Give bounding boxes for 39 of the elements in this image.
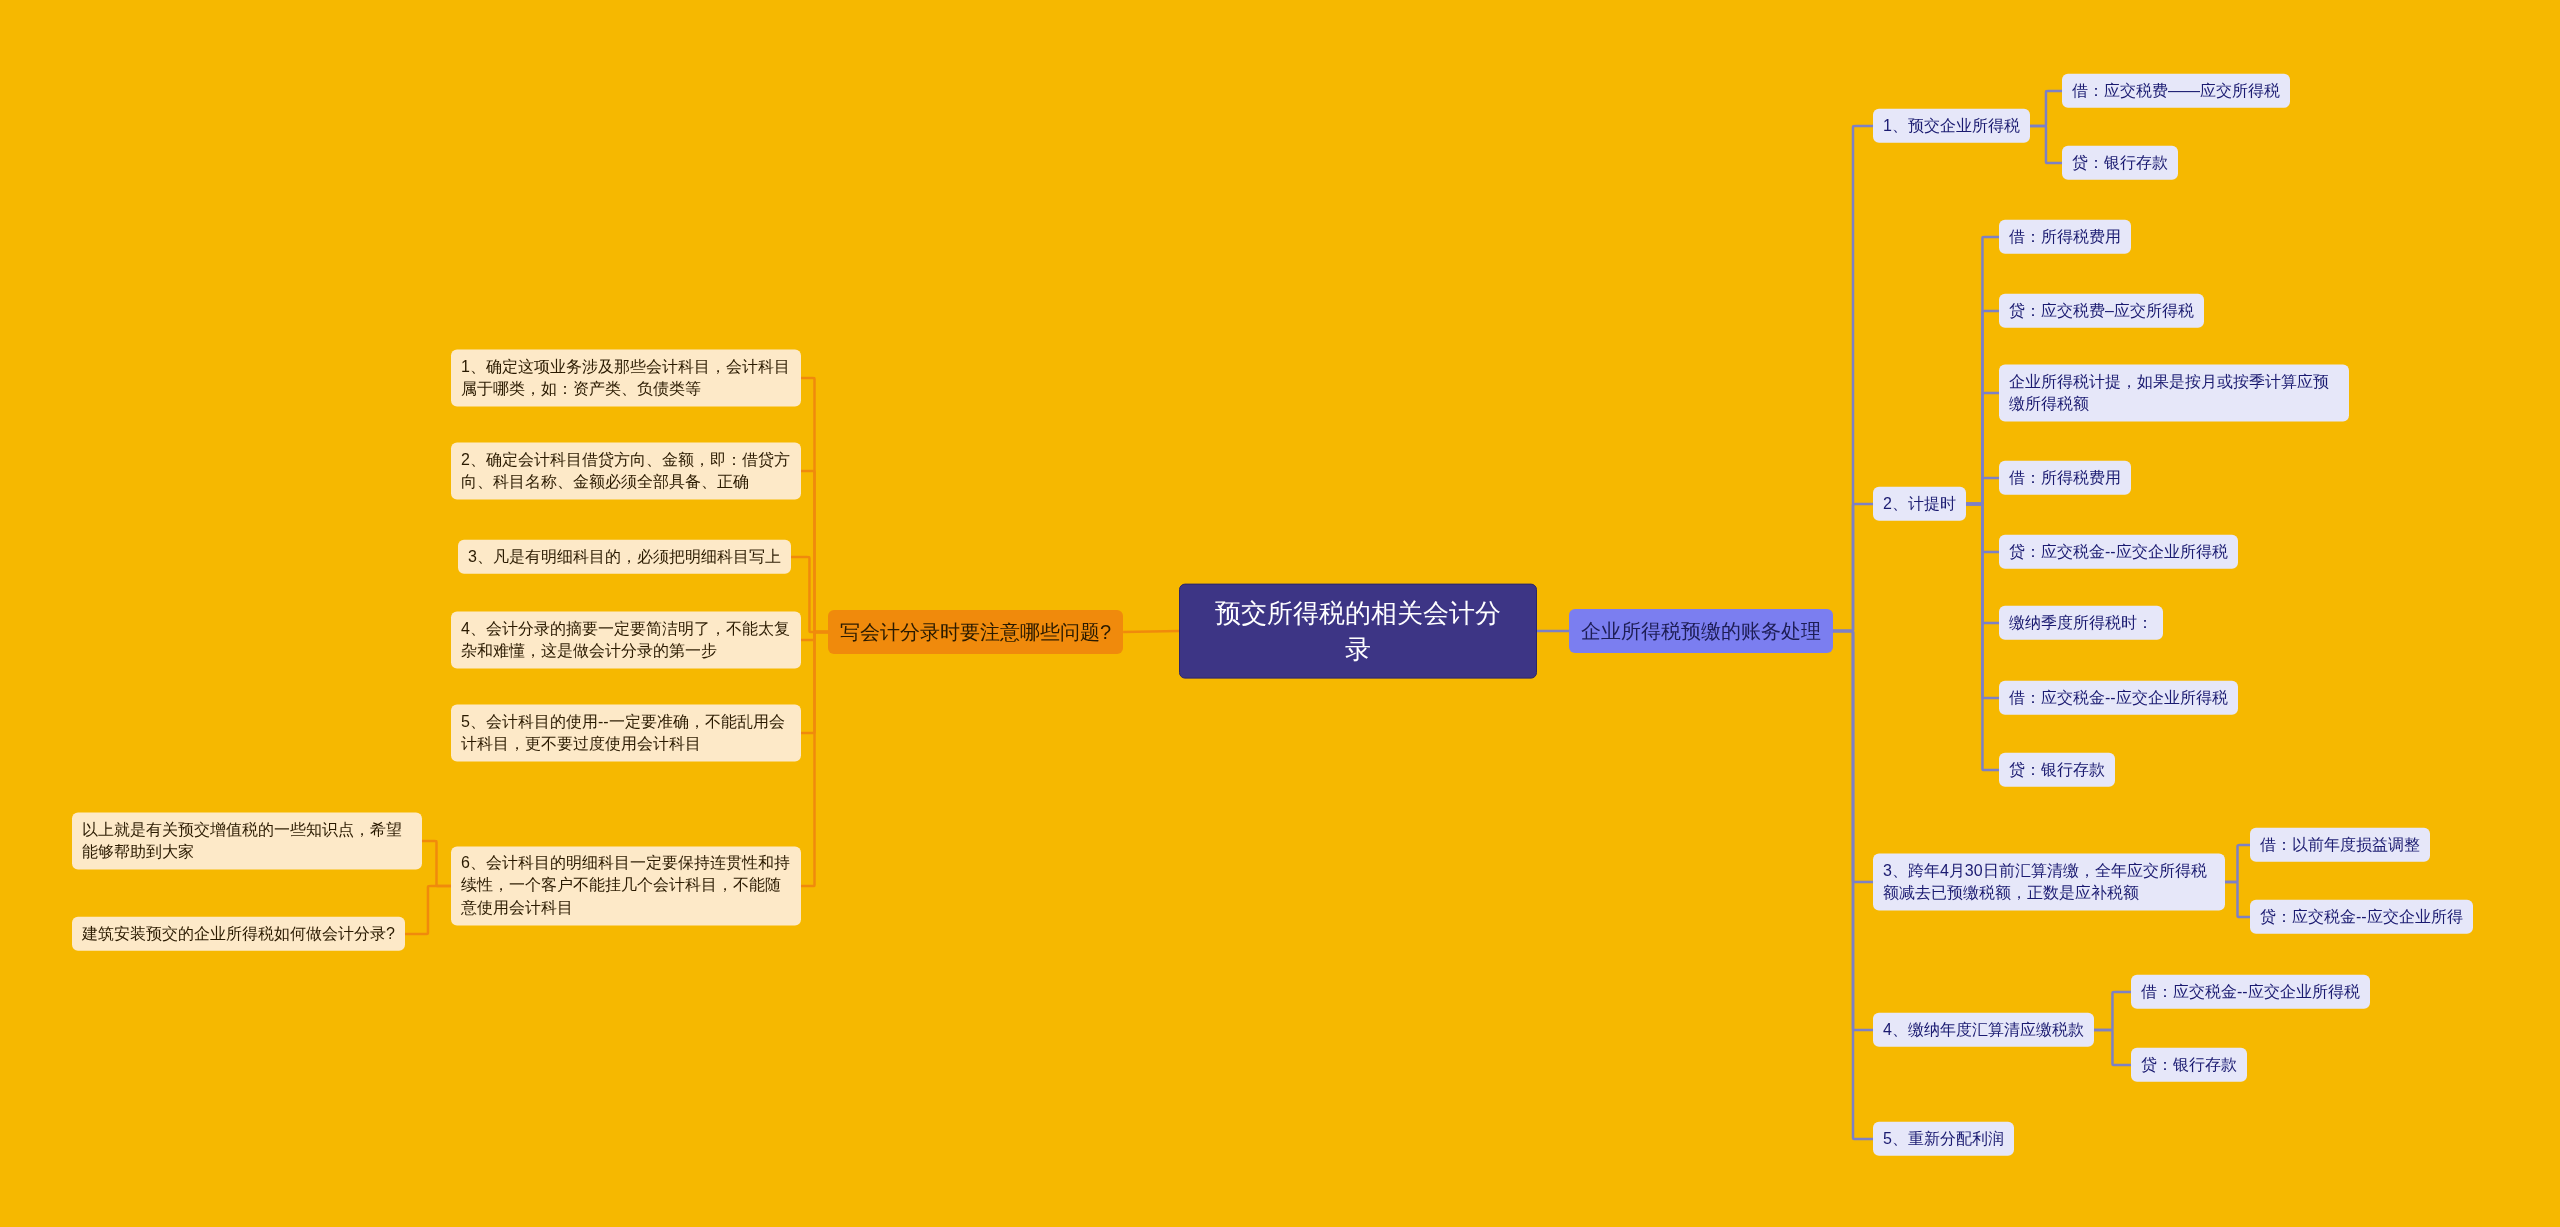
subtopic-box: 借：应交税金--应交企业所得税: [1999, 680, 2238, 716]
subtopic-box: 借：应交税费——应交所得税: [2062, 73, 2290, 109]
subtopic-box: 3、跨年4月30日前汇算清缴，全年应交所得税额减去已预缴税额，正数是应补税额: [1873, 853, 2225, 911]
subtopic-box: 缴纳季度所得税时：: [1999, 605, 2163, 641]
subtopic-box: 5、会计科目的使用--一定要准确，不能乱用会计科目，更不要过度使用会计科目: [451, 704, 801, 762]
subtopic-box: 借：所得税费用: [1999, 460, 2131, 496]
subtopic-box: 企业所得税计提，如果是按月或按季计算应预缴所得税额: [1999, 364, 2349, 422]
subtopic-box: 4、缴纳年度汇算清应缴税款: [1873, 1012, 2094, 1048]
subtopic-box: 6、会计科目的明细科目一定要保持连贯性和持续性，一个客户不能挂几个会计科目，不能随意使用会计科目: [451, 846, 801, 926]
connector-line: [2029, 124, 2062, 165]
subtopic-box: 2、计提时: [1873, 486, 1966, 522]
subtopic-box: 贷：银行存款: [2131, 1047, 2247, 1083]
subtopic-box: 贷：银行存款: [2062, 145, 2178, 181]
connector-line: [1123, 629, 1180, 634]
subtopic-box: 4、会计分录的摘要一定要简洁明了，不能太复杂和难懂，这是做会计分录的第一步: [451, 611, 801, 669]
subtopic-box: 贷：应交税金--应交企业所得税: [1999, 534, 2238, 570]
subtopic-box: 贷：应交税费–应交所得税: [1999, 293, 2204, 329]
subtopic-box: 贷：应交税金--应交企业所得: [2250, 899, 2473, 935]
connector-line: [2225, 880, 2250, 919]
connector-line: [1965, 502, 1999, 772]
connector-line: [2093, 1028, 2131, 1067]
subtopic-box: 5、重新分配利润: [1873, 1121, 2014, 1157]
subtopic-box: 借：应交税金--应交企业所得税: [2131, 974, 2370, 1010]
subtopic-box: 以上就是有关预交增值税的一些知识点，希望能够帮助到大家: [72, 812, 422, 870]
connector-line: [801, 630, 828, 888]
subtopic-box: 2、确定会计科目借贷方向、金额，即：借贷方向、科目名称、金额必须全部具备、正确: [451, 442, 801, 500]
subtopic-box: 借：所得税费用: [1999, 219, 2131, 255]
branch-topic-box: 企业所得税预缴的账务处理: [1569, 609, 1833, 653]
subtopic-box: 3、凡是有明细科目的，必须把明细科目写上: [458, 539, 791, 575]
subtopic-box: 1、预交企业所得税: [1873, 108, 2030, 144]
subtopic-box: 1、确定这项业务涉及那些会计科目，会计科目属于哪类，如：资产类、负债类等: [451, 349, 801, 407]
connector-line: [404, 884, 451, 936]
connector-line: [1833, 629, 1873, 1141]
branch-topic-box: 写会计分录时要注意哪些问题?: [828, 610, 1124, 654]
central-topic-box: 预交所得税的相关会计分录: [1179, 583, 1537, 679]
subtopic-box: 建筑安装预交的企业所得税如何做会计分录?: [72, 916, 405, 952]
connector-line: [1537, 629, 1569, 633]
subtopic-box: 借：以前年度损益调整: [2250, 827, 2430, 863]
subtopic-box: 贷：银行存款: [1999, 752, 2115, 788]
